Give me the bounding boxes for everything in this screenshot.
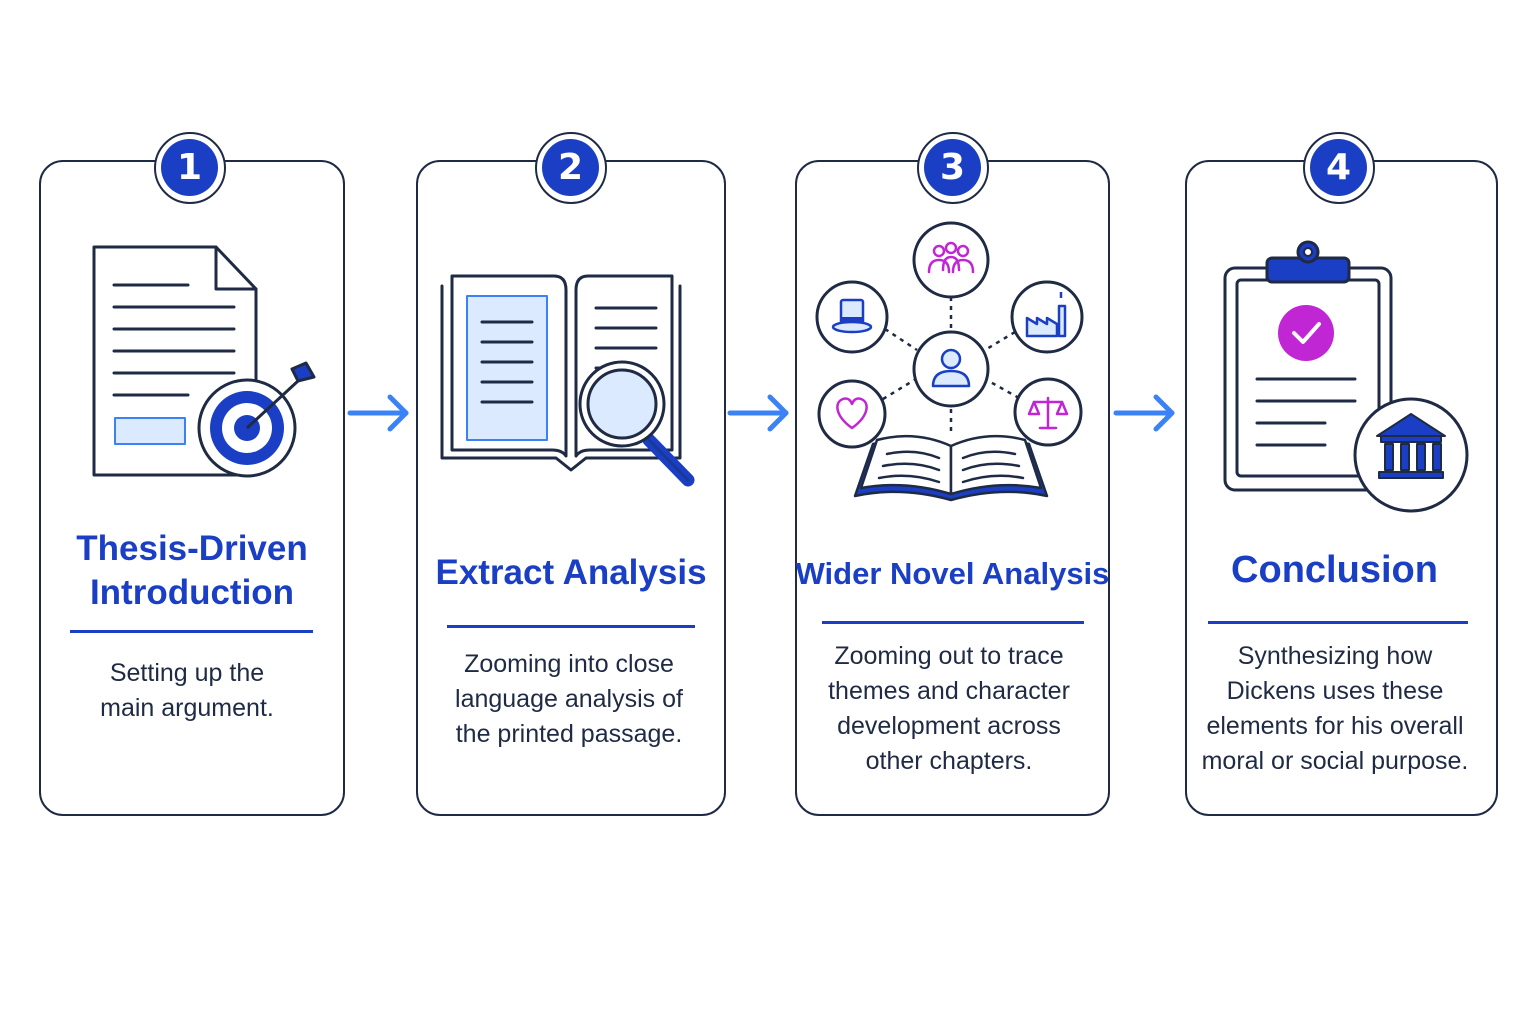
- step-description-4: Synthesizing how Dickens uses these elem…: [1185, 639, 1485, 779]
- step-description-1-line-1: Setting up the: [109, 659, 265, 687]
- group-icon: [912, 221, 990, 299]
- step-description-4-line-2: Dickens uses these: [1226, 677, 1444, 705]
- open-book-icon: [853, 434, 1049, 502]
- heart-icon: [817, 379, 887, 449]
- step-title-1-line-2: Introduction: [89, 573, 295, 612]
- step-description-2-line-3: the printed passage.: [455, 720, 683, 748]
- wider-novel-illustration: [815, 221, 1084, 502]
- step-description-1-line-2: main argument.: [100, 694, 274, 722]
- step-title-2-line-1: Extract Analysis: [435, 553, 707, 592]
- step-divider-1: [70, 630, 313, 633]
- thesis-illustration: [92, 245, 316, 478]
- flow-arrow-1: [347, 394, 409, 432]
- step-number-4: 4: [1310, 139, 1367, 196]
- step-number-badge-2: 2: [535, 132, 607, 204]
- scales-icon: [1013, 377, 1083, 447]
- step-description-3-line-1: Zooming out to trace: [834, 642, 1064, 670]
- step-title-2: Extract Analysis: [416, 551, 726, 595]
- arrow-icon: [245, 361, 316, 430]
- checkmark-icon: [1278, 305, 1334, 361]
- step-description-2: Zooming into close language analysis of …: [416, 647, 722, 752]
- step-description-4-line-1: Synthesizing how: [1237, 642, 1433, 670]
- step-divider-3: [822, 621, 1084, 624]
- step-title-3: Wider Novel Analysis: [795, 552, 1110, 596]
- connector-lines: [882, 297, 1020, 434]
- step-title-1-line-1: Thesis-Driven: [76, 529, 308, 568]
- step-title-1: Thesis-Driven Introduction: [39, 527, 345, 615]
- step-number-badge-4: 4: [1303, 132, 1375, 204]
- step-description-3: Zooming out to trace themes and characte…: [795, 639, 1103, 779]
- step-number-1: 1: [161, 139, 218, 196]
- step-description-3-line-2: themes and character: [828, 677, 1070, 705]
- step-number-2: 2: [542, 139, 599, 196]
- factory-icon: [1010, 280, 1084, 354]
- step-divider-4: [1208, 621, 1468, 624]
- step-description-3-line-4: other chapters.: [865, 747, 1033, 775]
- magnifying-glass-icon: [578, 360, 695, 487]
- step-number-badge-3: 3: [917, 132, 989, 204]
- step-title-3-line-1: Wider Novel Analysis: [795, 556, 1110, 591]
- clipboard-icon: [1223, 240, 1393, 492]
- step-title-4-line-1: Conclusion: [1231, 549, 1438, 591]
- step-description-1: Setting up the main argument.: [39, 656, 335, 726]
- extract-illustration: [440, 274, 695, 487]
- step-divider-2: [447, 625, 695, 628]
- institution-icon: [1353, 397, 1469, 513]
- flow-arrow-2: [727, 394, 789, 432]
- step-description-2-line-1: Zooming into close: [464, 650, 674, 678]
- top-hat-icon: [815, 280, 889, 354]
- step-number-3: 3: [924, 139, 981, 196]
- conclusion-illustration: [1223, 240, 1469, 513]
- person-icon: [912, 330, 990, 408]
- step-description-2-line-2: language analysis of: [455, 685, 683, 713]
- step-card-2: [416, 160, 726, 816]
- step-description-3-line-3: development across: [837, 712, 1061, 740]
- step-number-badge-1: 1: [154, 132, 226, 204]
- step-description-4-line-3: elements for his overall: [1206, 712, 1464, 740]
- step-description-4-line-4: moral or social purpose.: [1201, 747, 1469, 775]
- step-title-4: Conclusion: [1178, 548, 1491, 592]
- flow-arrow-3: [1113, 394, 1175, 432]
